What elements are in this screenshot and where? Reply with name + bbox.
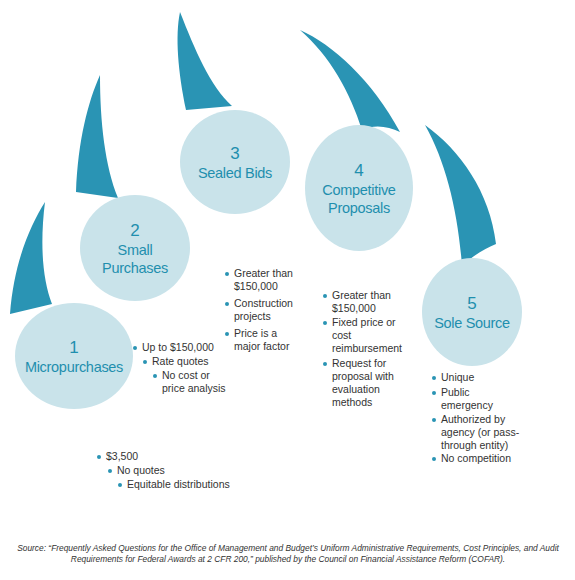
bullet-text: $3,500	[106, 450, 186, 463]
bullet-dot	[432, 391, 436, 395]
bullet-text: Greater than $150,000	[234, 267, 304, 293]
pad-text: 4Competitive Proposals	[305, 125, 413, 251]
step-name: Sole Source	[428, 314, 516, 332]
bullet-dot	[118, 483, 122, 487]
step-name: Competitive Proposals	[305, 181, 413, 217]
bullet-dot	[225, 272, 229, 276]
step-name: Sealed Bids	[192, 164, 278, 182]
paw-pad: 3Sealed Bids	[180, 110, 290, 214]
pad-text: 5Sole Source	[422, 258, 522, 366]
bullet-text: Rate quotes	[152, 355, 232, 368]
paw-pad: 5Sole Source	[422, 258, 522, 366]
bullet-text: No cost or price analysis	[162, 369, 234, 395]
claw-shape	[76, 75, 118, 198]
bullet-dot	[432, 418, 436, 422]
step-number: 1	[69, 337, 78, 358]
bullet-dot	[323, 362, 327, 366]
pad-ellipse	[80, 195, 190, 301]
claw-shape	[300, 30, 400, 132]
step-number: 5	[467, 293, 476, 314]
bullet-text: Fixed price or cost reimbursement	[332, 316, 412, 355]
bullet-text: Equitable distributions	[127, 478, 257, 491]
bullet-text: Unique	[441, 371, 531, 384]
bullet-dot	[323, 294, 327, 298]
pad-text: 2Small Purchases	[80, 195, 190, 301]
bullet-text: Greater than $150,000	[332, 289, 412, 315]
pad-ellipse	[305, 125, 413, 251]
bullet-dot	[225, 332, 229, 336]
claw-shape	[10, 202, 52, 314]
bullet-text: Request for proposal with evaluation met…	[332, 357, 412, 409]
bullet-dot	[143, 360, 147, 364]
step-number: 3	[230, 143, 239, 164]
bullet-dot	[432, 376, 436, 380]
claw-shape	[425, 125, 496, 266]
bullet-text: Construction projects	[234, 297, 304, 323]
pad-ellipse	[15, 303, 133, 409]
bullet-text: Up to $150,000	[142, 341, 232, 354]
bullet-text: No competition	[441, 452, 541, 465]
pad-text: 1Micropurchases	[15, 303, 133, 409]
bullet-text: No quotes	[117, 464, 197, 477]
paw-pad: 2Small Purchases	[80, 195, 190, 301]
bullet-dot	[225, 302, 229, 306]
bullet-dot	[97, 455, 101, 459]
bullet-dot	[323, 321, 327, 325]
claw-shape	[178, 12, 232, 110]
bullet-text: Authorized by agency (or pass-through en…	[441, 413, 529, 452]
bullet-text: Public emergency	[441, 386, 511, 412]
step-name: Micropurchases	[19, 358, 129, 376]
source-caption: Source: “Frequently Asked Questions for …	[8, 543, 568, 565]
bullet-text: Price is a major factor	[234, 327, 296, 353]
bullet-dot	[108, 469, 112, 473]
paw-pad: 4Competitive Proposals	[305, 125, 413, 251]
pad-ellipse	[180, 110, 290, 214]
paw-pad: 1Micropurchases	[15, 303, 133, 409]
bullet-dot	[153, 374, 157, 378]
bullet-dot	[432, 457, 436, 461]
pad-text: 3Sealed Bids	[180, 110, 290, 214]
bullet-dot	[133, 346, 137, 350]
step-number: 4	[354, 160, 363, 181]
step-number: 2	[130, 220, 139, 241]
step-name: Small Purchases	[80, 241, 190, 277]
pad-ellipse	[422, 258, 522, 366]
